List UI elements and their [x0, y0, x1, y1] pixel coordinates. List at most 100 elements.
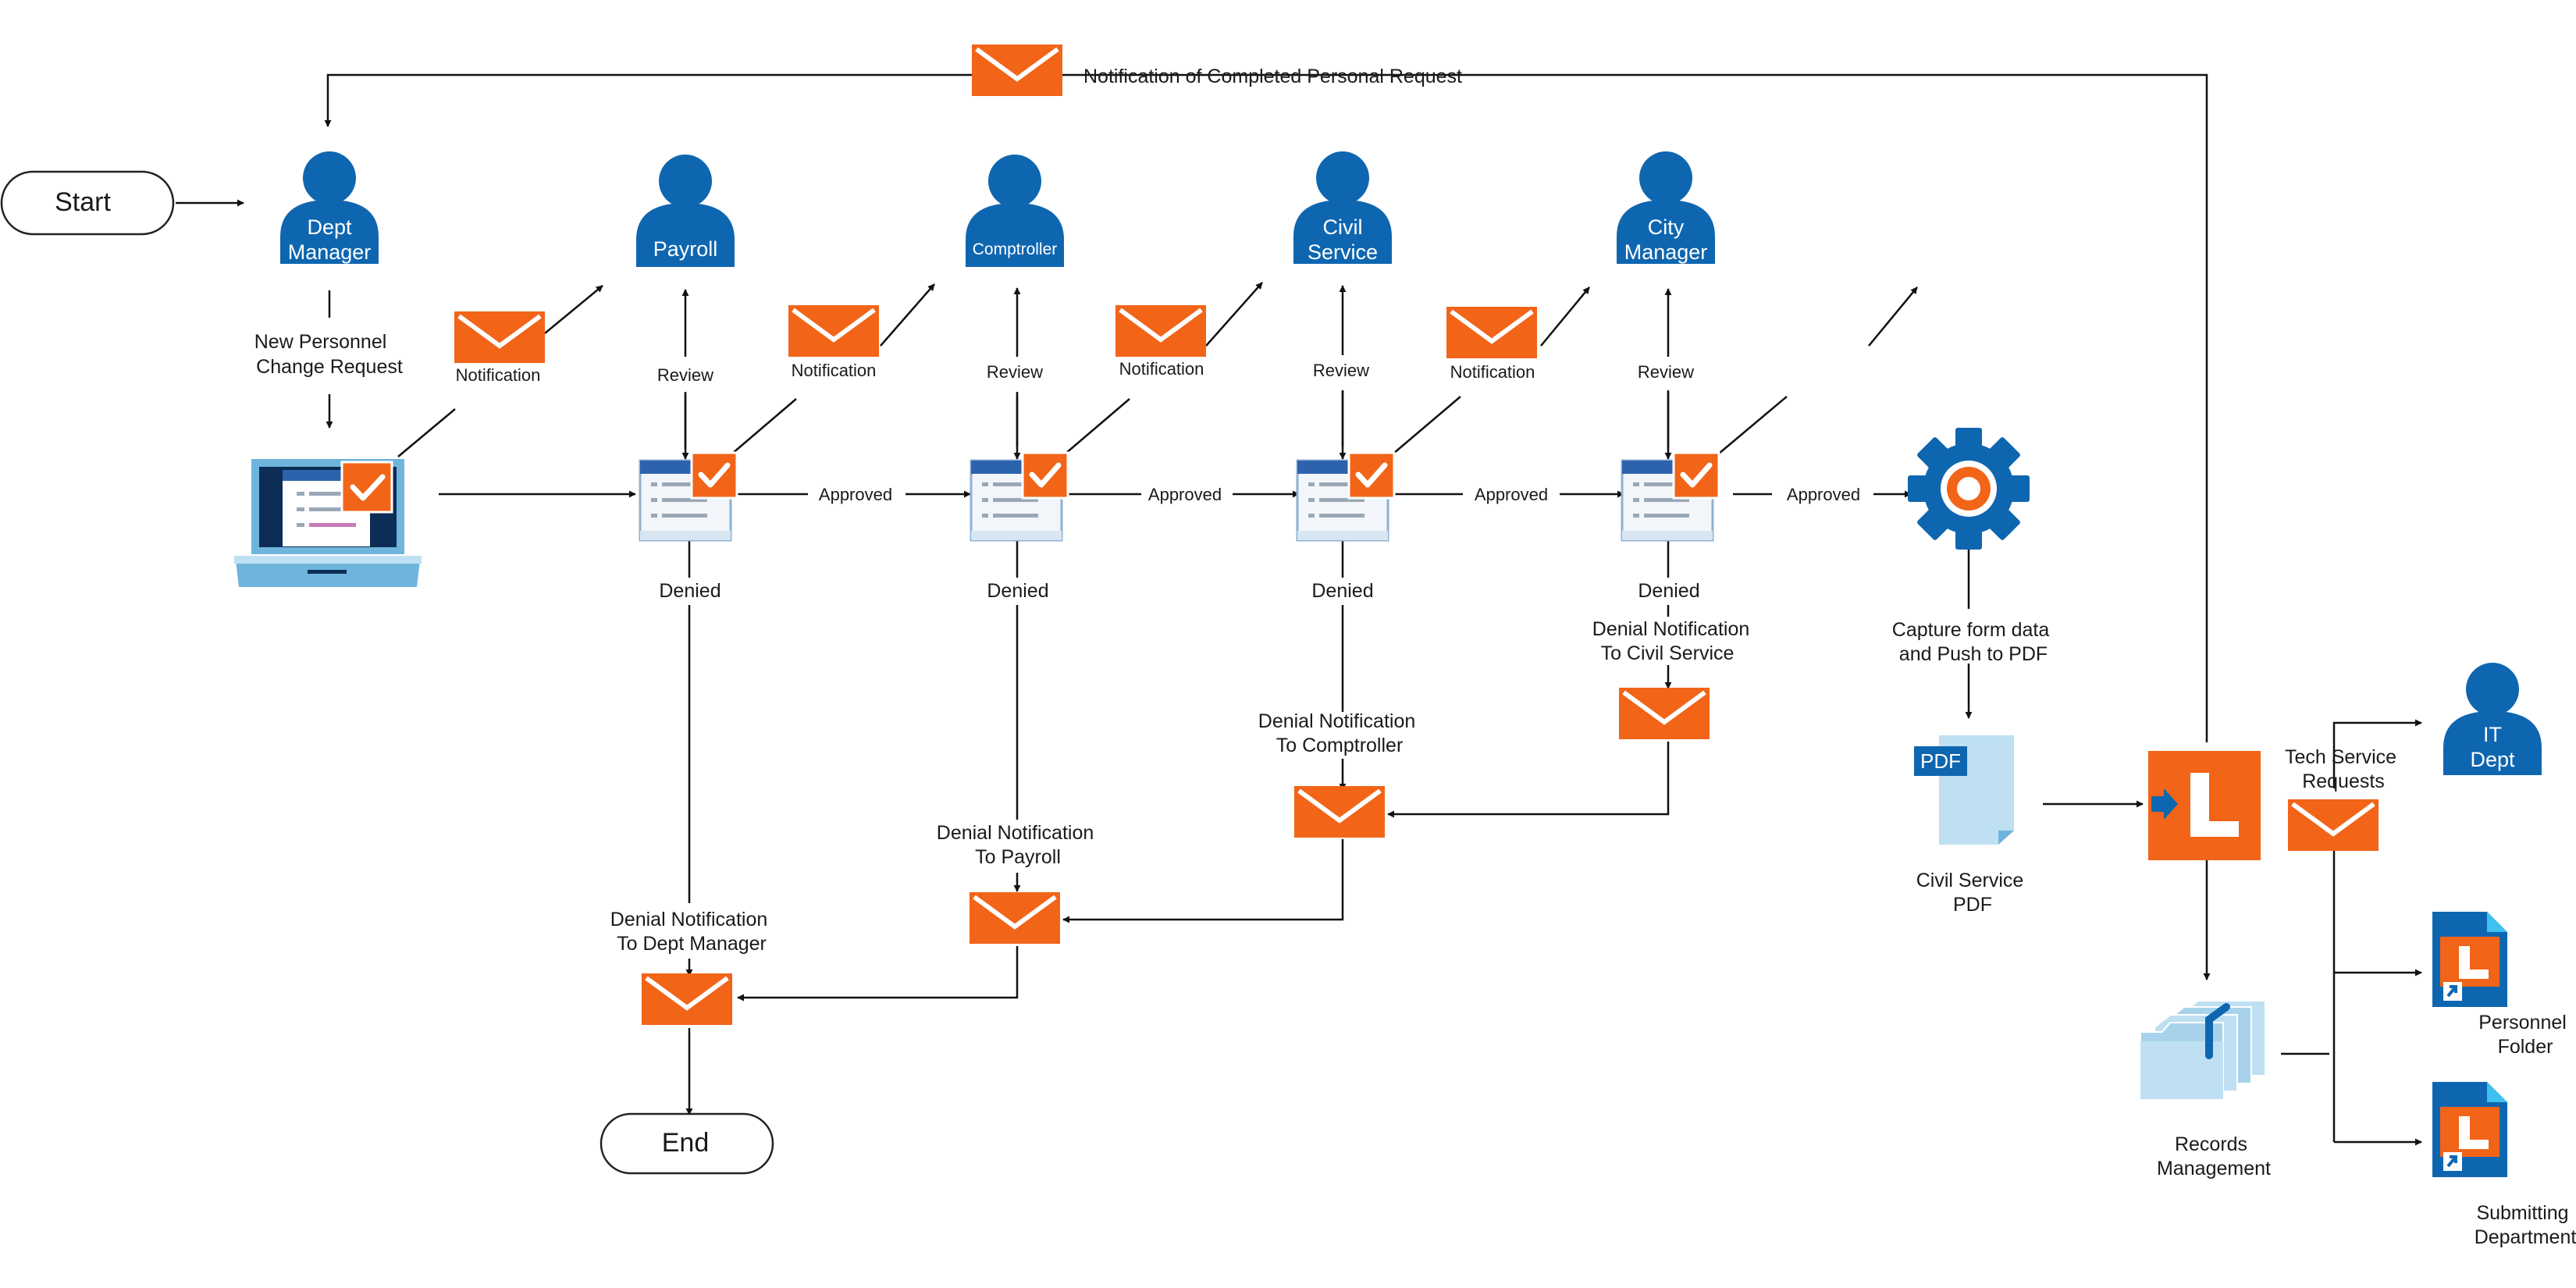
form-check-icon-civil-service	[1297, 453, 1394, 540]
submitting-department-label: Submitting Department	[2475, 1202, 2576, 1248]
actor-label-line: Payroll	[653, 237, 718, 261]
end-label: End	[662, 1128, 710, 1158]
envelope-icon-notification	[1115, 305, 1206, 357]
notification-label: Notification	[792, 361, 877, 380]
label-line: To Civil Service	[1601, 642, 1735, 664]
envelope-icon-notification	[788, 305, 879, 357]
start-label: Start	[55, 187, 111, 217]
envelope-icon-notification	[454, 311, 545, 363]
diagram-labels: Notification of Completed Personal Reque…	[254, 66, 2576, 1248]
actor-comptroller: Comptroller	[966, 155, 1064, 267]
review-label: Review	[1638, 362, 1694, 382]
denied-label: Denied	[1311, 580, 1373, 602]
label-line: Civil Service	[1916, 870, 2024, 891]
notification-label: Notification	[1450, 362, 1535, 382]
actor-label-line: Service	[1308, 240, 1378, 264]
envelope-icon-denial-comptroller	[1294, 786, 1385, 838]
notification-label: Notification	[1119, 359, 1204, 379]
actor-label-line: City	[1648, 215, 1685, 239]
label-line: Capture form data	[1892, 619, 2050, 641]
form-check-icon-payroll	[640, 453, 737, 540]
document-shortcut-icon-submitting-department	[2431, 1080, 2509, 1179]
actor-label-line: Civil	[1323, 215, 1363, 239]
denied-label: Denied	[987, 580, 1048, 602]
records-management-label: Records Management	[2157, 1133, 2271, 1179]
label-line: Denial Notification	[610, 909, 768, 930]
label-line: Management	[2157, 1158, 2271, 1179]
denial-civil-service-label: Denial Notification To Civil Service	[1592, 618, 1755, 664]
label-line: Tech Service	[2285, 746, 2396, 768]
svg-text:Payroll: Payroll	[653, 237, 718, 261]
actor-payroll: Payroll	[636, 155, 735, 267]
top-notification-label: Notification of Completed Personal Reque…	[1083, 66, 1462, 87]
document-shortcut-icon-personnel-folder	[2431, 910, 2509, 1009]
form-check-icon-city-manager	[1622, 453, 1719, 540]
label-line: Requests	[2302, 770, 2385, 792]
new-request-label: New Personnel Change Request	[254, 331, 403, 378]
form-check-icon-comptroller	[971, 453, 1068, 540]
label-line: Department	[2475, 1226, 2576, 1248]
gear-icon	[1908, 428, 2030, 550]
laserfiche-logo-icon	[2148, 751, 2261, 860]
actor-label-line: Comptroller	[973, 240, 1058, 258]
denied-label: Denied	[1638, 580, 1699, 602]
envelope-icon-denial-civil-service	[1619, 688, 1710, 739]
pdf-document-icon: PDF	[1914, 735, 2014, 845]
denial-payroll-label: Denial Notification To Payroll	[937, 822, 1099, 868]
label-line: New Personnel	[254, 331, 387, 353]
actor-label-line: Dept	[307, 215, 352, 239]
records-folders-icon	[2140, 1000, 2266, 1100]
actor-label-line: Manager	[288, 240, 372, 264]
envelope-icon-notification	[1446, 307, 1537, 358]
capture-label: Capture form data and Push to PDF	[1892, 619, 2055, 665]
end-terminal: End	[600, 1112, 774, 1175]
svg-text:Comptroller: Comptroller	[973, 240, 1058, 258]
actor-label-line: Manager	[1624, 240, 1708, 264]
label-line: PDF	[1953, 894, 1992, 916]
label-line: Denial Notification	[1592, 618, 1750, 640]
approved-label: Approved	[819, 485, 892, 504]
label-line: Submitting	[2476, 1202, 2568, 1224]
review-label: Review	[987, 362, 1043, 382]
pdf-badge-label: PDF	[1920, 749, 1961, 773]
label-line: To Payroll	[975, 846, 1061, 868]
civil-service-pdf-label: Civil Service PDF	[1916, 870, 2029, 916]
review-label: Review	[657, 365, 713, 385]
actor-label-line: IT	[2483, 723, 2502, 746]
label-line: To Comptroller	[1276, 735, 1404, 756]
tech-service-label: Tech Service Requests	[2285, 746, 2402, 792]
label-line: To Dept Manager	[617, 933, 767, 955]
label-line: and Push to PDF	[1899, 643, 2048, 665]
personnel-folder-label: Personnel Folder	[2478, 1012, 2572, 1058]
connector-lines	[176, 73, 2422, 1146]
label-line: Change Request	[256, 356, 403, 378]
envelope-icon-denial-payroll	[970, 892, 1060, 944]
start-terminal: Start	[0, 170, 175, 236]
approved-label: Approved	[1475, 485, 1548, 504]
label-line: Folder	[2498, 1036, 2553, 1058]
notification-label: Notification	[456, 365, 541, 385]
envelope-icon-tech-service	[2288, 799, 2379, 851]
label-line: Denial Notification	[1258, 710, 1416, 732]
approved-label: Approved	[1148, 485, 1222, 504]
denied-label: Denied	[659, 580, 720, 602]
envelope-icon-denial-dept-manager	[642, 973, 732, 1025]
envelope-icon-completed	[972, 44, 1062, 96]
label-line: Denial Notification	[937, 822, 1094, 844]
review-label: Review	[1313, 361, 1369, 380]
approved-label: Approved	[1787, 485, 1860, 504]
denial-comptroller-label: Denial Notification To Comptroller	[1258, 710, 1421, 756]
denial-dept-manager-label: Denial Notification To Dept Manager	[610, 909, 773, 955]
laptop-form-icon	[234, 459, 422, 587]
label-line: Records	[2175, 1133, 2247, 1155]
label-line: Personnel	[2478, 1012, 2567, 1034]
